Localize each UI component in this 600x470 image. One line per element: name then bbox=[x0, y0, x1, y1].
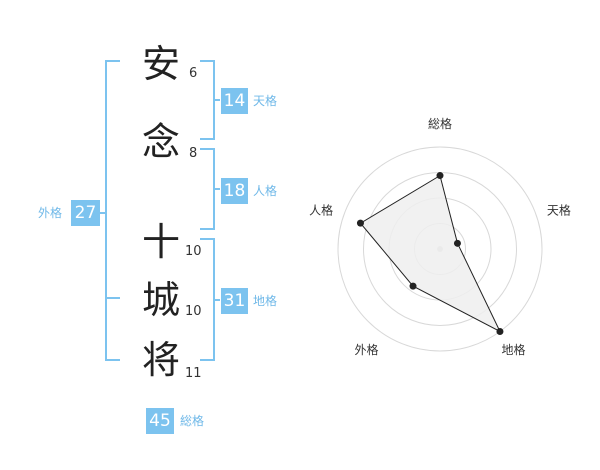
radar-data-area bbox=[359, 174, 502, 333]
soukaku-label: 総格 bbox=[180, 414, 205, 428]
radar-point-5 bbox=[356, 219, 364, 227]
name-char-4: 城 bbox=[141, 278, 180, 322]
tenkaku-value-badge: 14 bbox=[221, 88, 248, 114]
radar-axis-label-2: 天格 bbox=[547, 202, 571, 217]
stroke-count-2: 8 bbox=[189, 146, 198, 161]
soukaku-value-badge: 45 bbox=[146, 408, 174, 434]
radar-axis-label-5: 人格 bbox=[309, 202, 333, 217]
name-char-1: 安 bbox=[141, 42, 180, 86]
radar-axis-label-1: 総格 bbox=[428, 116, 452, 131]
radar-point-1 bbox=[436, 172, 444, 180]
radar-point-4 bbox=[409, 282, 417, 290]
name-char-3: 十 bbox=[141, 220, 180, 264]
radar-point-3 bbox=[496, 328, 504, 336]
chikaku-value-badge: 31 bbox=[221, 288, 248, 314]
tenkaku-bracket bbox=[200, 60, 220, 140]
gaikaku-value-badge: 27 bbox=[71, 200, 100, 226]
gaikaku-label: 外格 bbox=[38, 206, 63, 220]
radar-point-2 bbox=[453, 239, 461, 247]
jinkaku-label: 人格 bbox=[253, 184, 278, 198]
radar-axis-label-3: 地格 bbox=[501, 342, 525, 357]
chikaku-label: 地格 bbox=[253, 294, 278, 308]
radar-axis-label-4: 外格 bbox=[354, 342, 378, 357]
stroke-count-5: 11 bbox=[185, 366, 202, 381]
jinkaku-bracket bbox=[200, 148, 220, 230]
stroke-count-1: 6 bbox=[189, 66, 198, 81]
name-char-2: 念 bbox=[141, 120, 180, 164]
chikaku-bracket bbox=[200, 238, 220, 361]
stroke-count-3: 10 bbox=[185, 244, 202, 259]
jinkaku-value-badge: 18 bbox=[221, 178, 248, 204]
stroke-count-4: 10 bbox=[185, 304, 202, 319]
name-char-5: 将 bbox=[141, 338, 180, 382]
tenkaku-label: 天格 bbox=[253, 94, 278, 108]
radar-ring bbox=[337, 146, 543, 352]
